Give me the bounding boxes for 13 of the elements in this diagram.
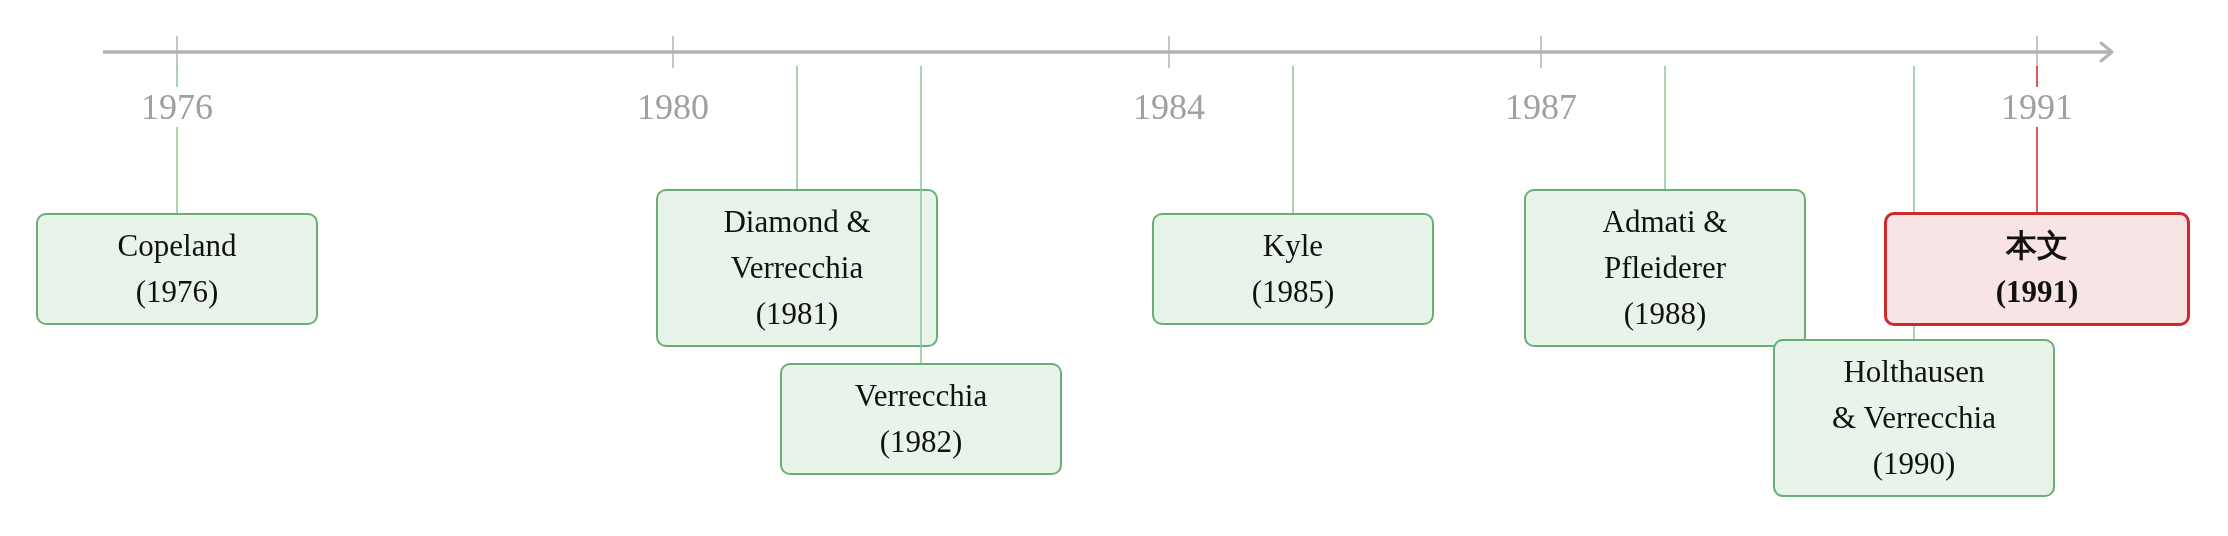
leader-line xyxy=(920,65,922,364)
event-box: Diamond & Verrecchia (1981) xyxy=(656,189,938,347)
year-label: 1991 xyxy=(2001,87,2073,127)
leader-line xyxy=(796,65,798,190)
event-box: Admati & Pfleiderer (1988) xyxy=(1524,189,1806,347)
highlighted-event-box: 本文 (1991) xyxy=(1884,212,2190,326)
event-box: Kyle (1985) xyxy=(1152,213,1434,325)
year-label: 1976 xyxy=(141,87,213,127)
event-box: Copeland (1976) xyxy=(36,213,318,325)
event-box: Holthausen & Verrecchia (1990) xyxy=(1773,339,2055,497)
leader-line xyxy=(1292,65,1294,214)
leader-line xyxy=(1664,65,1666,190)
event-box: Verrecchia (1982) xyxy=(780,363,1062,475)
